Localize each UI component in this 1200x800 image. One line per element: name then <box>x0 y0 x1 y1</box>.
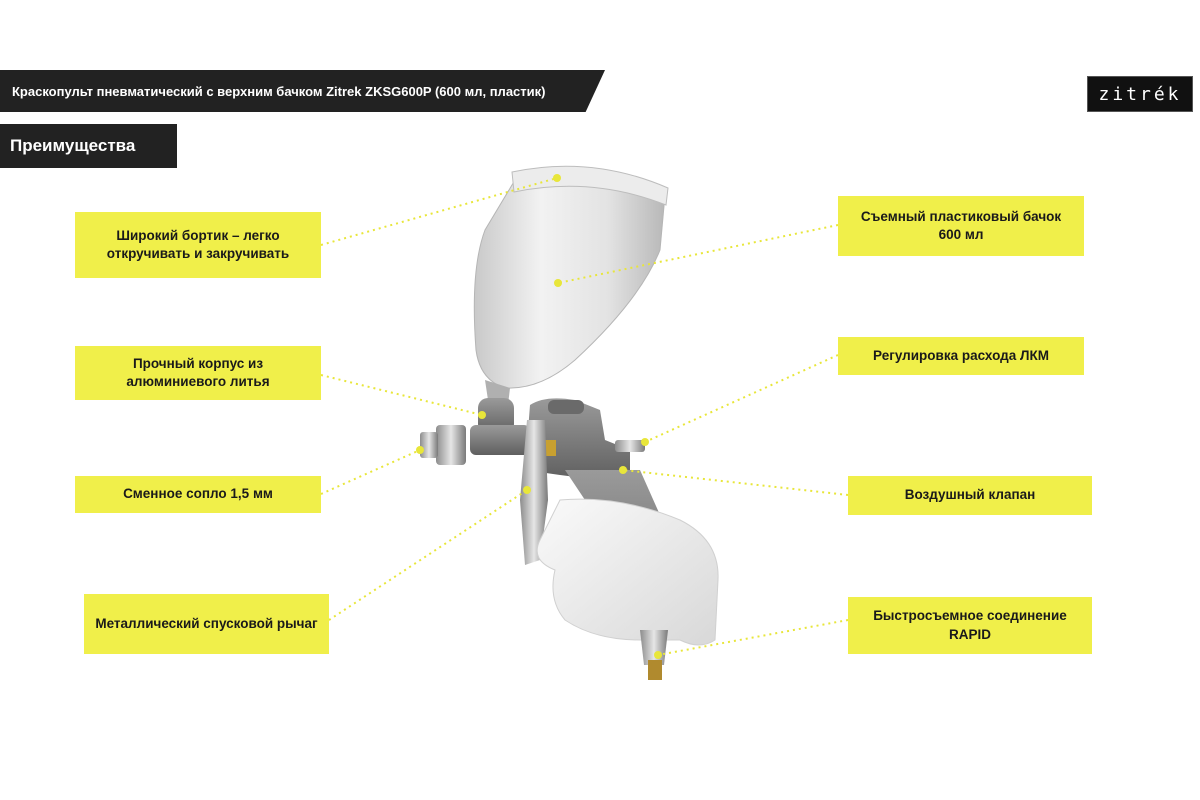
callout-flow-adjust: Регулировка расхода ЛКМ <box>838 337 1084 375</box>
callout-metal-trigger: Металлический спусковой рычаг <box>84 594 329 654</box>
callout-rapid-coupling: Быстросъемное соединение RAPID <box>848 597 1092 654</box>
product-title: Краскопульт пневматический с верхним бач… <box>0 70 605 112</box>
gloved-hand <box>536 470 719 680</box>
zitrek-logo: zitrék <box>1087 76 1193 112</box>
paint-cup <box>473 165 669 405</box>
callout-air-valve: Воздушный клапан <box>848 476 1092 515</box>
callout-removable-cup: Съемный пластиковый бачок 600 мл <box>838 196 1084 256</box>
gun-body <box>420 398 645 480</box>
callout-aluminum-body: Прочный корпус из алюминиевого литья <box>75 346 321 400</box>
callout-wide-rim: Широкий бортик – легко откручивать и зак… <box>75 212 321 278</box>
section-heading: Преимущества <box>0 124 177 168</box>
callout-nozzle: Сменное сопло 1,5 мм <box>75 476 321 513</box>
leader-lines <box>320 177 849 656</box>
trigger-lever <box>520 420 548 565</box>
leader-dots <box>416 174 662 659</box>
